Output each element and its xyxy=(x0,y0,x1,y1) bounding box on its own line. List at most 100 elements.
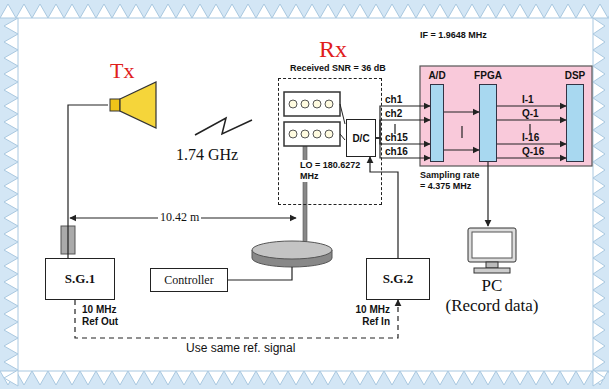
signal-line xyxy=(370,157,398,258)
zigzag-tooth xyxy=(4,34,18,50)
block-label: FPGA xyxy=(474,70,502,81)
zigzag-tooth xyxy=(4,338,18,354)
zigzag-tooth xyxy=(256,4,272,18)
array-panel xyxy=(284,122,340,146)
box-label: Controller xyxy=(164,273,213,288)
zigzag-tooth xyxy=(593,178,605,194)
zigzag-tooth xyxy=(4,82,18,98)
fpga-bar: FPGA xyxy=(479,84,497,162)
zigzag-tooth xyxy=(593,322,605,338)
zigzag-tooth xyxy=(593,274,605,290)
zigzag-tooth xyxy=(4,370,18,386)
signal-line xyxy=(68,105,108,258)
channel-label: ch16 xyxy=(385,146,408,157)
zigzag-tooth xyxy=(528,4,544,18)
zigzag-tooth xyxy=(448,4,464,18)
signal-line xyxy=(497,119,566,120)
reference-link xyxy=(75,300,398,338)
ellipsis-mark xyxy=(461,126,462,138)
zigzag-tooth xyxy=(4,114,18,130)
zigzag-tooth xyxy=(593,210,605,226)
zigzag-tooth xyxy=(593,66,605,82)
downconverter-box: D/C xyxy=(346,119,376,157)
zigzag-tooth xyxy=(593,98,605,114)
zigzag-tooth xyxy=(400,371,416,385)
zigzag-tooth xyxy=(4,162,18,178)
zigzag-tooth xyxy=(112,4,128,18)
zigzag-tooth xyxy=(593,290,605,306)
zigzag-tooth xyxy=(544,371,560,385)
zigzag-tooth xyxy=(593,354,605,370)
signal-line xyxy=(497,157,566,158)
zigzag-tooth xyxy=(593,162,605,178)
zigzag-tooth xyxy=(496,371,512,385)
zigzag-tooth xyxy=(560,371,576,385)
zigzag-tooth xyxy=(448,371,464,385)
zigzag-tooth xyxy=(32,4,48,18)
signal-line xyxy=(444,149,479,150)
receiver-box: RxD/C xyxy=(278,78,382,205)
box-label: S.G.2 xyxy=(383,271,413,287)
array-feed xyxy=(340,134,345,140)
processing-board xyxy=(420,66,592,166)
zigzag-tooth xyxy=(160,371,176,385)
radio-link-symbol xyxy=(195,118,252,135)
zigzag-tooth xyxy=(576,371,592,385)
zigzag-tooth xyxy=(32,371,48,385)
zigzag-tooth xyxy=(240,371,256,385)
zigzag-tooth xyxy=(593,194,605,210)
zigzag-tooth xyxy=(176,371,192,385)
zigzag-tooth xyxy=(593,226,605,242)
zigzag-tooth xyxy=(336,371,352,385)
zigzag-tooth xyxy=(528,371,544,385)
channel-label: ch1 xyxy=(385,94,402,105)
zigzag-tooth xyxy=(272,371,288,385)
zigzag-tooth xyxy=(96,4,112,18)
zigzag-tooth xyxy=(368,4,384,18)
signal-generator-box: S.G.1 xyxy=(45,258,115,300)
signal-generator-box: S.G.2 xyxy=(366,258,430,300)
box-label: S.G.1 xyxy=(65,271,95,287)
zigzag-tooth xyxy=(80,4,96,18)
zigzag-tooth xyxy=(496,4,512,18)
zigzag-tooth xyxy=(224,4,240,18)
zigzag-tooth xyxy=(144,371,160,385)
zigzag-tooth xyxy=(320,4,336,18)
zigzag-tooth xyxy=(4,226,18,242)
transmitter: Tx xyxy=(108,58,166,130)
signal-line xyxy=(444,111,479,112)
zigzag-tooth xyxy=(464,4,480,18)
zigzag-tooth xyxy=(593,338,605,354)
zigzag-tooth xyxy=(48,371,64,385)
zigzag-tooth xyxy=(593,146,605,162)
rx-heading: Rx xyxy=(319,36,347,63)
zigzag-tooth xyxy=(593,34,605,50)
zigzag-tooth xyxy=(512,4,528,18)
zigzag-tooth xyxy=(4,242,18,258)
control-cable xyxy=(228,267,292,280)
monitor-stand xyxy=(486,262,498,268)
snr-note: Received SNR = 36 dB xyxy=(290,63,386,73)
signal-line xyxy=(487,162,488,226)
zigzag-tooth xyxy=(288,371,304,385)
zigzag-tooth xyxy=(16,4,32,18)
zigzag-tooth xyxy=(256,371,272,385)
zigzag-tooth xyxy=(4,98,18,114)
zigzag-border xyxy=(0,4,609,386)
link-label: Use same ref. signal xyxy=(186,341,295,355)
tx-heading: Tx xyxy=(110,58,134,84)
zigzag-tooth xyxy=(480,4,496,18)
horn-feed xyxy=(110,99,120,111)
zigzag-tooth xyxy=(592,4,608,18)
zigzag-tooth xyxy=(593,18,605,34)
zigzag-tooth xyxy=(593,306,605,322)
zigzag-tooth xyxy=(208,4,224,18)
pc-node: PC(Record data) xyxy=(432,226,552,336)
zigzag-tooth xyxy=(320,371,336,385)
array-panel xyxy=(284,92,340,116)
ref-note: 10 MHz Ref In xyxy=(340,304,390,328)
monitor-screen xyxy=(472,232,512,258)
zigzag-tooth xyxy=(4,18,18,34)
